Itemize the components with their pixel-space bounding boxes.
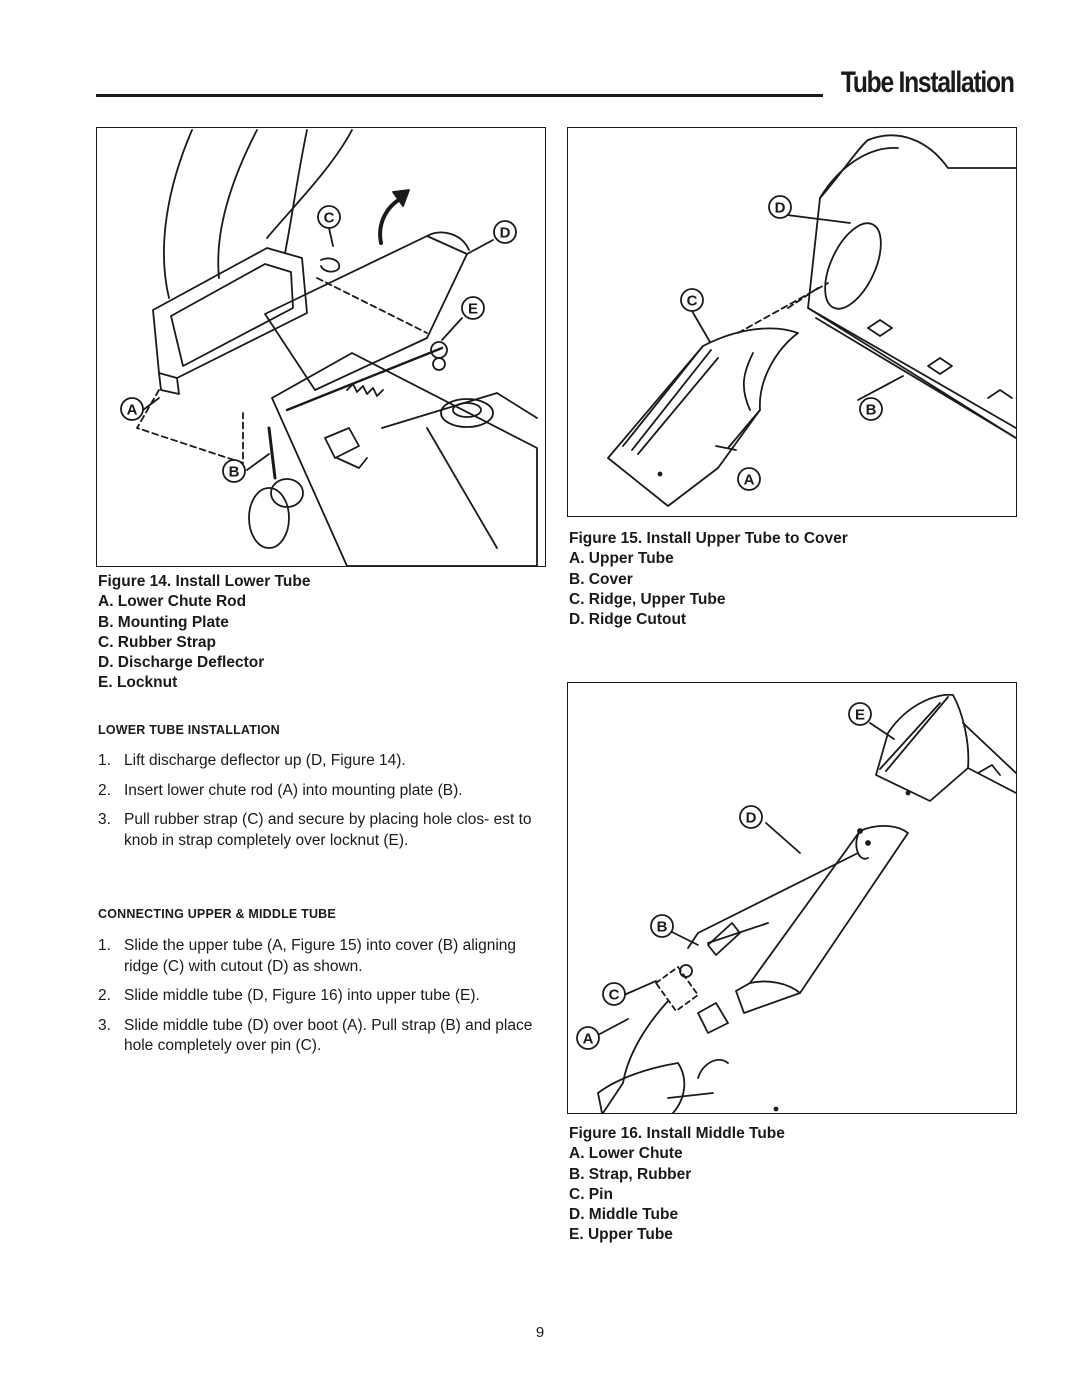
page-title: Tube Installation xyxy=(841,66,1015,99)
figure-16-caption-item: C. Pin xyxy=(569,1185,613,1203)
middle-tube-drawing: E D B C A xyxy=(576,693,1016,1113)
connecting-heading: CONNECTING UPPER & MIDDLE TUBE xyxy=(98,907,336,921)
figure-16-caption-item: D. Middle Tube xyxy=(569,1206,679,1224)
step: 3. Slide middle tube (D) over boot (A). … xyxy=(98,1016,538,1057)
figure-15-caption-item: B. Cover xyxy=(569,570,633,588)
figure-16-label-b: B xyxy=(657,919,668,936)
figure-15-caption: Figure 15. Install Upper Tube to Cover A… xyxy=(569,529,848,630)
step: 3. Pull rubber strap (C) and secure by p… xyxy=(98,810,538,851)
step-text: Pull rubber strap (C) and secure by plac… xyxy=(124,811,532,849)
figure-14-label-b: B xyxy=(229,464,240,481)
figure-14-caption-title: Figure 14. Install Lower Tube xyxy=(98,573,311,590)
step: 1. Slide the upper tube (A, Figure 15) i… xyxy=(98,936,538,977)
figure-14-label-a: A xyxy=(127,402,138,419)
upper-tube-drawing: D C B A xyxy=(607,134,1016,507)
step-text: Slide middle tube (D) over boot (A). Pul… xyxy=(124,1016,533,1055)
figure-15-label-d: D xyxy=(775,200,786,217)
figure-14-label-e: E xyxy=(468,301,478,318)
step-number: 1. xyxy=(98,937,111,954)
figure-14-caption-item: E. Locknut xyxy=(98,674,178,692)
figure-16-label-d: D xyxy=(746,810,757,827)
step: 1. Lift discharge deflector up (D, Figur… xyxy=(98,751,538,772)
header-rule xyxy=(96,94,823,97)
lower-tube-heading: LOWER TUBE INSTALLATION xyxy=(98,723,280,737)
step-text: Insert lower chute rod (A) into mounting… xyxy=(124,781,463,799)
connecting-steps: 1. Slide the upper tube (A, Figure 15) i… xyxy=(98,936,538,1066)
step-text: Slide middle tube (D, Figure 16) into up… xyxy=(124,987,480,1004)
figure-14-caption-item: B. Mounting Plate xyxy=(98,613,229,631)
step-text: Lift discharge deflector up (D, Figure 1… xyxy=(124,752,406,769)
figure-14-label-c: C xyxy=(324,210,335,227)
step-number: 3. xyxy=(98,811,111,828)
page-number: 9 xyxy=(535,1324,545,1341)
figure-15-illustration: D C B A xyxy=(567,127,1017,517)
figure-15-label-a: A xyxy=(744,472,755,489)
lower-tube-steps: 1. Lift discharge deflector up (D, Figur… xyxy=(98,751,538,860)
step-number: 2. xyxy=(98,781,111,799)
figure-16-label-c: C xyxy=(609,987,620,1004)
figure-16-caption-item: E. Upper Tube xyxy=(569,1226,673,1244)
figure-15-caption-title: Figure 15. Install Upper Tube to Cover xyxy=(569,530,848,547)
figure-14-label-d: D xyxy=(500,225,511,242)
figure-15-caption-item: C. Ridge, Upper Tube xyxy=(569,590,726,608)
figure-15-label-c: C xyxy=(687,293,698,310)
figure-16-caption: Figure 16. Install Middle Tube A. Lower … xyxy=(569,1124,785,1246)
figure-16-caption-title: Figure 16. Install Middle Tube xyxy=(569,1125,785,1142)
figure-16-label-a: A xyxy=(583,1031,594,1048)
figure-16-caption-item: A. Lower Chute xyxy=(569,1145,683,1163)
figure-16-caption-item: B. Strap, Rubber xyxy=(569,1165,692,1183)
figure-14-caption-item: C. Rubber Strap xyxy=(98,633,216,651)
lower-tube-drawing: C D E A B xyxy=(120,129,538,566)
step-number: 1. xyxy=(98,752,111,769)
figure-14-illustration: C D E A B xyxy=(96,127,546,567)
figure-14-caption: Figure 14. Install Lower Tube A. Lower C… xyxy=(98,572,310,694)
figure-15-caption-item: A. Upper Tube xyxy=(569,550,674,568)
figure-15-label-b: B xyxy=(866,402,877,419)
figure-15-caption-item: D. Ridge Cutout xyxy=(569,611,687,629)
figure-16-illustration: E D B C A xyxy=(567,682,1017,1114)
figure-14-caption-item: D. Discharge Deflector xyxy=(98,654,265,672)
step: 2. Slide middle tube (D, Figure 16) into… xyxy=(98,986,538,1007)
step-number: 2. xyxy=(98,987,111,1004)
step: 2. Insert lower chute rod (A) into mount… xyxy=(98,781,538,802)
figure-14-caption-item: A. Lower Chute Rod xyxy=(98,593,247,611)
figure-16-label-e: E xyxy=(855,707,865,724)
step-number: 3. xyxy=(98,1016,111,1034)
step-text: Slide the upper tube (A, Figure 15) into… xyxy=(124,937,517,975)
